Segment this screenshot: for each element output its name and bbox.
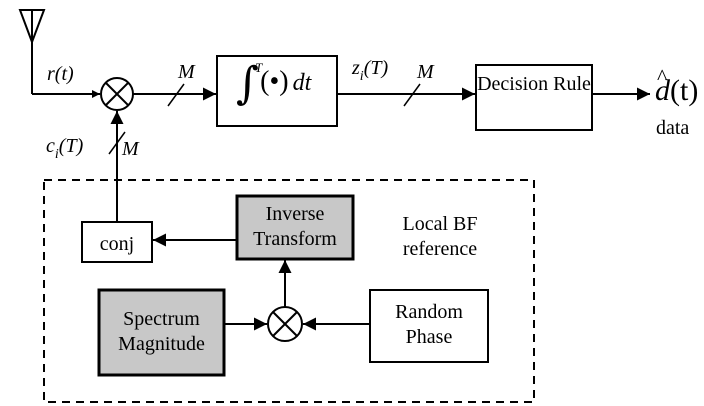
multiplier-main	[100, 77, 134, 111]
dim-label-3: M	[122, 138, 139, 160]
integrand: (•)	[260, 66, 289, 97]
random-phase-label: Random Phase	[395, 301, 463, 348]
inverse-transform-label: Inverse Transform	[253, 203, 337, 250]
received-signal-label: r(t)	[47, 63, 74, 85]
reference-signal-label: ci(T)	[46, 135, 84, 162]
correlator-output-label: zi(T)	[352, 57, 389, 84]
output-symbol: d^(t)	[655, 64, 699, 107]
integral-symbol: ∫	[236, 58, 259, 109]
output-caption: data	[656, 117, 690, 139]
dim-label-2: M	[417, 61, 434, 83]
bus-slash-3	[108, 131, 126, 155]
multiplier-phase	[267, 306, 303, 342]
spectrum-magnitude-block	[97, 288, 226, 377]
integral-upper-limit: T	[254, 59, 263, 75]
bus-slash-1	[167, 83, 185, 107]
local-bf-reference-box	[43, 179, 535, 403]
integrator-block	[216, 55, 338, 127]
inverse-transform-block	[235, 194, 355, 261]
output-hat: ^	[657, 64, 668, 89]
decision-rule-label: Decision Rule	[477, 73, 591, 95]
random-phase-block	[369, 289, 489, 363]
local-bf-reference-label: Local BF reference	[402, 213, 478, 260]
spectrum-magnitude-label: Spectrum Magnitude	[118, 308, 205, 355]
bus-slash-2	[403, 83, 421, 107]
decision-rule-block	[475, 64, 593, 131]
integrator-expression: ∫T(•)dt	[236, 61, 313, 108]
conj-label: conj	[99, 233, 135, 255]
differential: dt	[292, 70, 312, 96]
antenna-icon	[18, 9, 100, 98]
dim-label-1: M	[178, 61, 195, 83]
